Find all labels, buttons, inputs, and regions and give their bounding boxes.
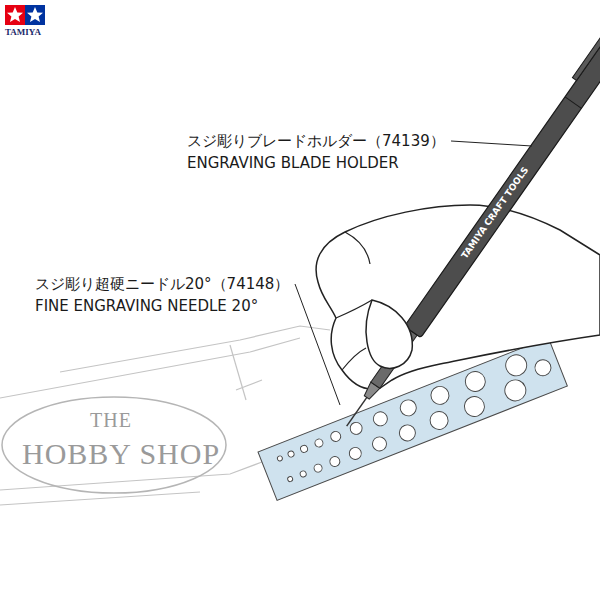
watermark-oval (2, 397, 226, 493)
template-hole (314, 438, 324, 448)
watermark: THE (90, 408, 132, 432)
logo-square-blue (25, 5, 45, 25)
template-hole (398, 397, 419, 418)
holder-ring (565, 97, 581, 108)
logo-star (7, 7, 23, 22)
template-hole (348, 446, 364, 462)
wing-panel-line (230, 345, 246, 400)
knuckle-line (345, 232, 370, 264)
template-hole (461, 394, 487, 420)
part-name: スジ彫りブレードホルダー（74139） (187, 132, 445, 150)
template-hole (502, 377, 529, 404)
part-name: FINE ENGRAVING NEEDLE 20° (35, 297, 258, 315)
template-hole (370, 435, 388, 453)
template-hole (503, 352, 530, 379)
hand (316, 205, 600, 389)
template-hole (428, 384, 451, 407)
template-hole (397, 423, 418, 444)
template-hole (313, 463, 323, 473)
template-hole (462, 368, 488, 394)
tool-brand-print: TAMIYA (459, 224, 489, 261)
part-name: ENGRAVING BLADE HOLDER (187, 154, 399, 172)
template-hole (328, 455, 341, 468)
template-hole (371, 410, 389, 428)
template-hole (427, 409, 450, 432)
template-hole (348, 421, 364, 437)
template-hole (287, 476, 293, 482)
logo-star (27, 7, 43, 22)
leader-line (295, 284, 340, 405)
template-hole (329, 430, 342, 443)
holder-clip (572, 0, 600, 80)
engraving-needle (347, 396, 368, 426)
wing-edge (0, 338, 300, 398)
finger-crease (342, 348, 366, 370)
logo-square-red (5, 5, 25, 25)
wing-panel-line (236, 380, 262, 390)
tool-brand-print: CRAFT TOOLS (482, 165, 531, 228)
holder-body (404, 0, 600, 338)
finger-crease (336, 300, 372, 318)
wing-edge (0, 492, 200, 505)
brand-logo-text: TAMIYA (5, 27, 41, 38)
template-hole (299, 470, 307, 478)
template-hole (533, 357, 554, 378)
part-name: スジ彫り超硬ニードル20°（74148） (35, 275, 289, 293)
template-hole (300, 444, 309, 453)
index-finger (366, 300, 412, 368)
wing-panel-line (60, 326, 330, 372)
template-hole (277, 455, 283, 461)
template-hole (287, 450, 295, 458)
watermark: HOBBY SHOP (22, 436, 220, 472)
leader-line (451, 141, 532, 146)
